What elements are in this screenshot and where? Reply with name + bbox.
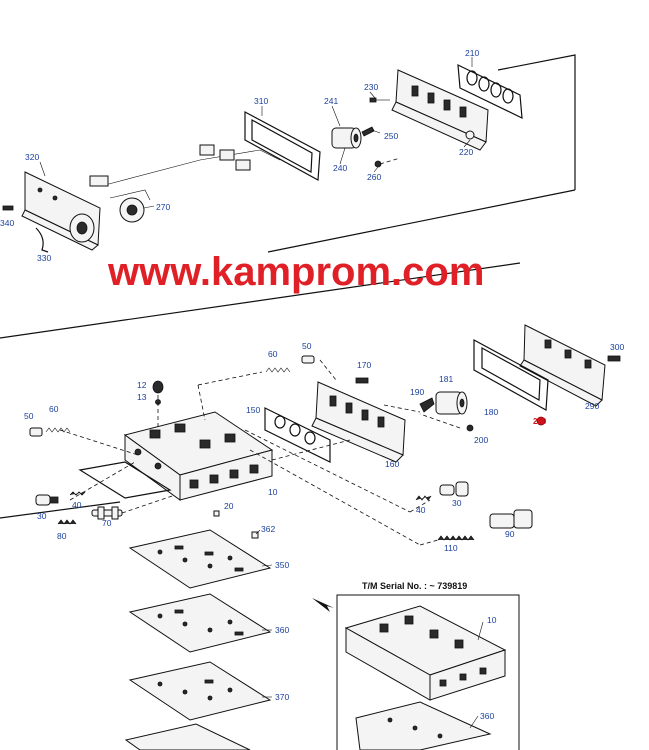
upper-frame-lines bbox=[267, 54, 576, 253]
part-12-plug bbox=[152, 380, 164, 394]
part-310-gasket bbox=[244, 111, 321, 181]
callout-330[interactable]: 330 bbox=[37, 253, 51, 263]
callout-labels: 210 230 241 310 250 220 240 260 320 270 … bbox=[0, 48, 624, 721]
part-340-screw bbox=[2, 205, 14, 211]
callout-370[interactable]: 370 bbox=[275, 692, 289, 702]
callout-10-inset[interactable]: 10 bbox=[487, 615, 497, 625]
part-241-solenoid bbox=[331, 126, 375, 149]
callout-60-upper[interactable]: 60 bbox=[268, 349, 278, 359]
part-60-spring-upper bbox=[265, 367, 291, 373]
callout-210[interactable]: 210 bbox=[465, 48, 479, 58]
callout-240[interactable]: 240 bbox=[333, 163, 347, 173]
callout-160[interactable]: 160 bbox=[385, 459, 399, 469]
callout-30-left[interactable]: 30 bbox=[37, 511, 47, 521]
callout-350[interactable]: 350 bbox=[275, 560, 289, 570]
callout-260[interactable]: 260 bbox=[367, 172, 381, 182]
callout-150[interactable]: 150 bbox=[246, 405, 260, 415]
part-362-plug bbox=[251, 531, 259, 539]
part-330-clip bbox=[35, 227, 49, 253]
part-370-plate bbox=[128, 661, 272, 721]
upper-leader-lines bbox=[39, 57, 473, 209]
part-60-spring-left bbox=[45, 427, 71, 433]
callout-50-upper[interactable]: 50 bbox=[302, 341, 312, 351]
part-290-gasket bbox=[473, 338, 549, 411]
part-320-cover bbox=[21, 171, 101, 251]
callout-360-inset[interactable]: 360 bbox=[480, 711, 494, 721]
lower-leader-lines bbox=[255, 529, 273, 698]
part-30-valve-right bbox=[439, 481, 469, 497]
part-270-wiring-harness bbox=[89, 144, 281, 223]
bottom-plate-partial bbox=[124, 723, 251, 750]
part-280-plug bbox=[536, 416, 546, 426]
part-200-screw bbox=[419, 413, 474, 432]
middle-frame-lines bbox=[0, 262, 521, 519]
callout-12[interactable]: 12 bbox=[137, 380, 147, 390]
part-13-orifice bbox=[155, 395, 161, 428]
part-30-valve-left bbox=[35, 494, 59, 506]
part-300-screw bbox=[607, 355, 621, 362]
watermark-text: www.kamprom.com bbox=[107, 250, 484, 294]
part-220-solenoid-block bbox=[391, 69, 489, 151]
callout-180[interactable]: 180 bbox=[484, 407, 498, 417]
part-70-spool bbox=[91, 506, 123, 520]
callout-70[interactable]: 70 bbox=[102, 518, 112, 528]
assembly-dashed-lines bbox=[59, 359, 439, 546]
part-360-plate bbox=[128, 593, 272, 653]
callout-60-left[interactable]: 60 bbox=[49, 404, 59, 414]
callout-290[interactable]: 290 bbox=[585, 401, 599, 411]
part-350-separator-plate bbox=[128, 529, 272, 589]
part-20-filter bbox=[78, 461, 172, 499]
part-80-spring bbox=[57, 519, 77, 525]
callout-241[interactable]: 241 bbox=[324, 96, 338, 106]
callout-310[interactable]: 310 bbox=[254, 96, 268, 106]
part-190-bracket bbox=[419, 397, 435, 413]
callout-20[interactable]: 20 bbox=[224, 501, 234, 511]
part-210-gasket bbox=[457, 63, 523, 120]
callout-190[interactable]: 190 bbox=[410, 387, 424, 397]
callout-40-right[interactable]: 40 bbox=[416, 505, 426, 515]
part-260-screw bbox=[374, 157, 401, 168]
part-160-solenoid-block bbox=[311, 381, 406, 463]
inset-box: T/M Serial No. : ~ 739819 bbox=[336, 581, 520, 750]
callout-80[interactable]: 80 bbox=[57, 531, 67, 541]
callout-360[interactable]: 360 bbox=[275, 625, 289, 635]
callout-300[interactable]: 300 bbox=[610, 342, 624, 352]
callout-50-left[interactable]: 50 bbox=[24, 411, 34, 421]
part-181-solenoid bbox=[435, 391, 468, 415]
part-40-spring-left bbox=[69, 491, 86, 496]
callout-13[interactable]: 13 bbox=[137, 392, 147, 402]
callout-280[interactable]: 280 bbox=[533, 417, 547, 426]
callout-110[interactable]: 110 bbox=[444, 543, 458, 553]
part-90-valve bbox=[489, 509, 533, 529]
part-20-small-pin bbox=[213, 510, 220, 517]
callout-170[interactable]: 170 bbox=[357, 360, 371, 370]
part-230-screw bbox=[369, 97, 390, 103]
callout-340[interactable]: 340 bbox=[0, 218, 14, 228]
callout-270[interactable]: 270 bbox=[156, 202, 170, 212]
part-110-spring bbox=[437, 535, 475, 541]
inset-pointer-arrow bbox=[312, 598, 334, 612]
callout-200[interactable]: 200 bbox=[474, 435, 488, 445]
part-40-spring-right bbox=[415, 495, 432, 501]
callout-30-right[interactable]: 30 bbox=[452, 498, 462, 508]
part-290-cover bbox=[519, 324, 606, 407]
callout-90[interactable]: 90 bbox=[505, 529, 515, 539]
callout-320[interactable]: 320 bbox=[25, 152, 39, 162]
part-170-screw bbox=[355, 377, 369, 384]
callout-250[interactable]: 250 bbox=[384, 131, 398, 141]
callout-362[interactable]: 362 bbox=[261, 524, 275, 534]
callout-10[interactable]: 10 bbox=[268, 487, 278, 497]
part-10-valve-body bbox=[123, 411, 274, 501]
callout-181[interactable]: 181 bbox=[439, 374, 453, 384]
callout-220[interactable]: 220 bbox=[459, 147, 473, 157]
part-50-plug-upper bbox=[301, 355, 315, 364]
callout-230[interactable]: 230 bbox=[364, 82, 378, 92]
callout-40-left[interactable]: 40 bbox=[72, 500, 82, 510]
inset-serial-label: T/M Serial No. : ~ 739819 bbox=[362, 581, 467, 591]
part-150-gasket bbox=[264, 407, 331, 463]
part-50-plug-left bbox=[29, 427, 43, 437]
